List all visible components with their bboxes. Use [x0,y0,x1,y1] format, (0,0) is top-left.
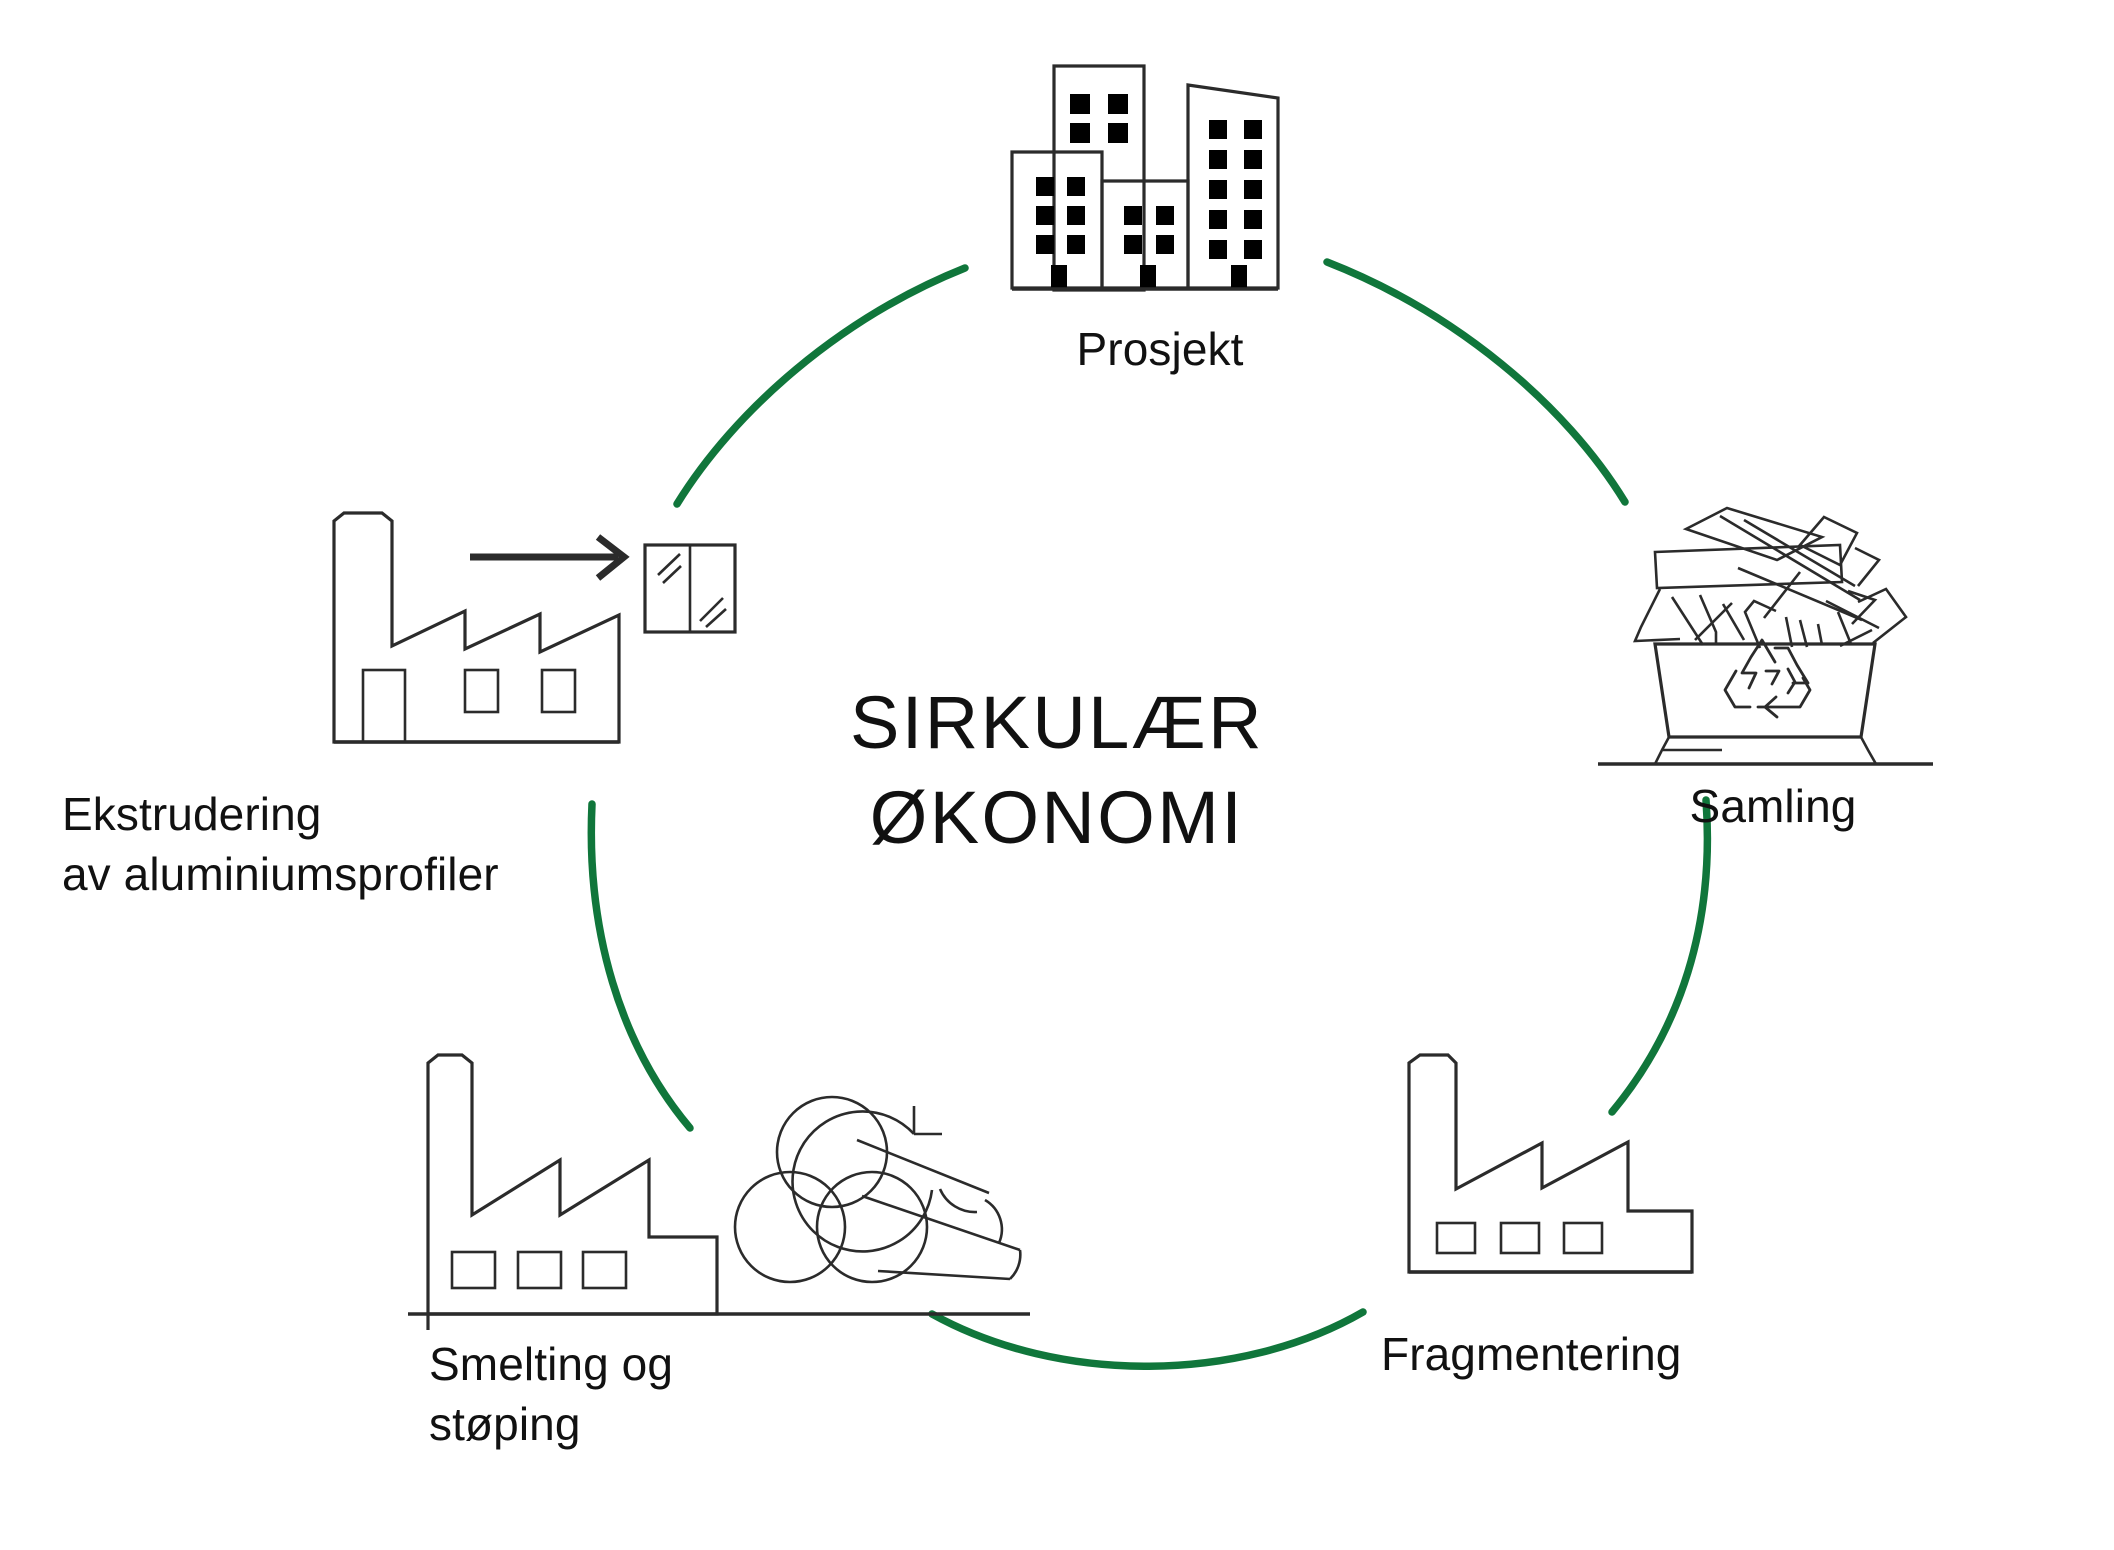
factory-with-billets-icon [408,1053,1030,1330]
arc-smelting-to-ekstrudering [587,800,694,1132]
center-title: SIRKULÆR ØKONOMI [850,681,1264,859]
arc-samling-to-fragmentering [1608,796,1712,1116]
extrusion-arrow-icon [470,534,630,581]
stage-label-smelting-line2: støping [429,1398,581,1450]
stage-prosjekt[interactable]: Prosjekt [1010,64,1280,375]
window-profile-icon [643,543,737,634]
stage-label-smelting-line1: Smelting og [429,1338,673,1390]
stage-label-ekstrudering-line2: av aluminiumsprofiler [62,848,499,900]
stage-ekstrudering[interactable]: Ekstrudering av aluminiumsprofiler [62,511,737,900]
center-title-line1: SIRKULÆR [850,681,1264,764]
recycling-container-icon [1598,506,1933,766]
stage-samling[interactable]: Samling [1598,506,1933,832]
scrap-pile [1632,506,1908,649]
arc-fragmentering-to-smelting [928,1308,1367,1370]
factory-icon [1407,1053,1694,1274]
stage-smelting-og-stoping[interactable]: Smelting og støping [408,1053,1030,1450]
stage-label-ekstrudering-line1: Ekstrudering [62,788,321,840]
stage-fragmentering[interactable]: Fragmentering [1381,1053,1694,1380]
center-title-line2: ØKONOMI [870,776,1244,859]
stage-label-prosjekt: Prosjekt [1077,323,1244,375]
arc-ekstrudering-to-prosjekt [673,264,969,508]
stage-label-samling: Samling [1690,780,1857,832]
city-buildings-icon [1010,64,1280,292]
arc-prosjekt-to-samling [1323,258,1629,506]
stage-label-fragmentering: Fragmentering [1381,1328,1681,1380]
recycling-symbol-icon [1723,638,1812,719]
cycle-arcs [587,258,1712,1370]
factory-with-window-profile-icon [332,511,737,744]
